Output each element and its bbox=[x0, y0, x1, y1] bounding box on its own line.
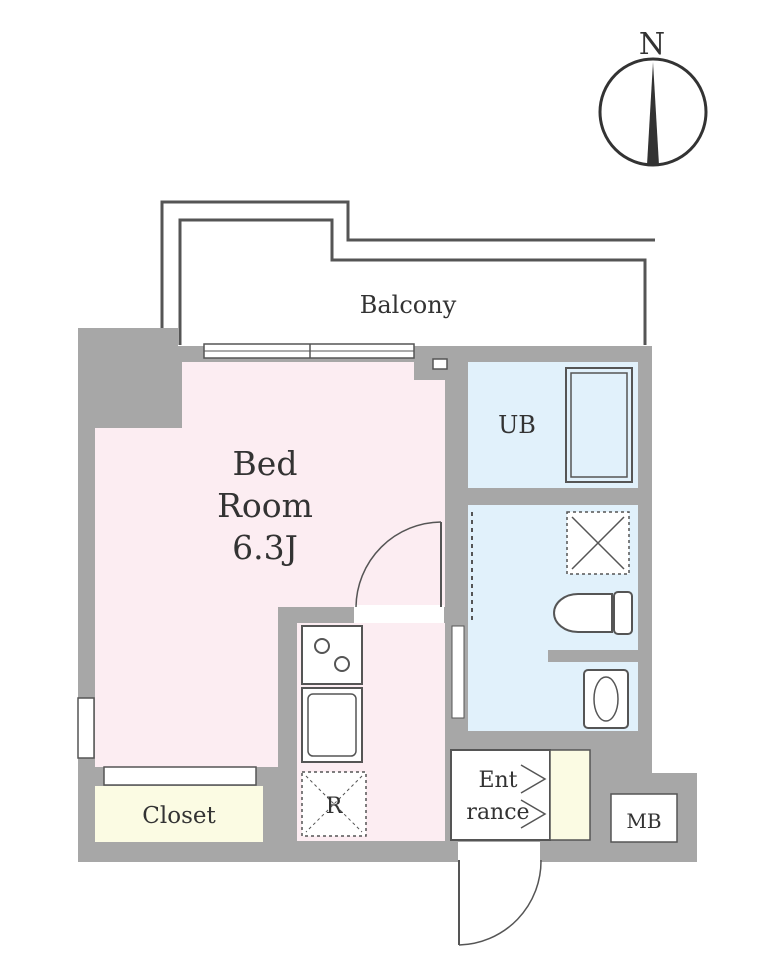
washing-machine-pan-cross bbox=[571, 516, 625, 570]
compass: N bbox=[598, 27, 708, 167]
bathtub-inner bbox=[570, 372, 628, 478]
bedroom-door-swing bbox=[355, 521, 442, 608]
vent-icon bbox=[432, 358, 448, 370]
unit-bath-label: UB bbox=[498, 411, 536, 439]
compass-needle-icon bbox=[647, 62, 659, 165]
side-window bbox=[77, 697, 95, 759]
shoe-cabinet bbox=[549, 749, 591, 841]
sliding-door bbox=[451, 625, 465, 719]
entrance-label-line2: rance bbox=[466, 800, 529, 825]
burner-icon bbox=[334, 656, 350, 672]
toilet-tank bbox=[613, 591, 633, 635]
kitchen-sink bbox=[301, 687, 363, 763]
closet-door bbox=[103, 766, 257, 786]
refrigerator-space bbox=[301, 771, 367, 837]
bedroom-door-opening bbox=[354, 605, 444, 623]
balcony-label: Balcony bbox=[360, 291, 457, 319]
bathtub bbox=[565, 367, 633, 483]
meter-box bbox=[610, 793, 678, 843]
refrigerator-cross bbox=[305, 775, 363, 833]
bedroom-label-line1: Bed bbox=[233, 444, 298, 483]
unit-bath-floor bbox=[468, 362, 638, 488]
wash-basin-bowl bbox=[593, 676, 619, 722]
bedroom-label-line3: 6.3J bbox=[232, 528, 298, 567]
entrance-step-icon bbox=[520, 764, 547, 794]
toilet-icon bbox=[553, 593, 613, 633]
balcony-inner-rail bbox=[178, 218, 647, 345]
meter-box-label: MB bbox=[626, 809, 661, 833]
compass-north-label: N bbox=[639, 27, 665, 62]
closet-label: Closet bbox=[142, 803, 216, 829]
partition-wall bbox=[548, 650, 638, 662]
bedroom-floor bbox=[95, 362, 445, 767]
entrance-step-icon bbox=[520, 799, 547, 829]
stove bbox=[301, 625, 363, 685]
kitchen-sink-basin bbox=[307, 693, 357, 757]
refrigerator-label: R bbox=[326, 794, 344, 819]
bedroom-label-line2: Room bbox=[217, 486, 313, 525]
entrance-label-line1: Ent bbox=[478, 768, 517, 793]
burner-icon bbox=[314, 638, 330, 654]
balcony: Balcony bbox=[160, 200, 655, 345]
balcony-outer-rail bbox=[160, 200, 655, 330]
entrance-floor bbox=[450, 749, 551, 841]
front-door-swing bbox=[458, 859, 542, 946]
closet-floor bbox=[95, 786, 263, 842]
refrigerator-cross bbox=[305, 775, 363, 833]
front-door-opening bbox=[458, 842, 540, 862]
